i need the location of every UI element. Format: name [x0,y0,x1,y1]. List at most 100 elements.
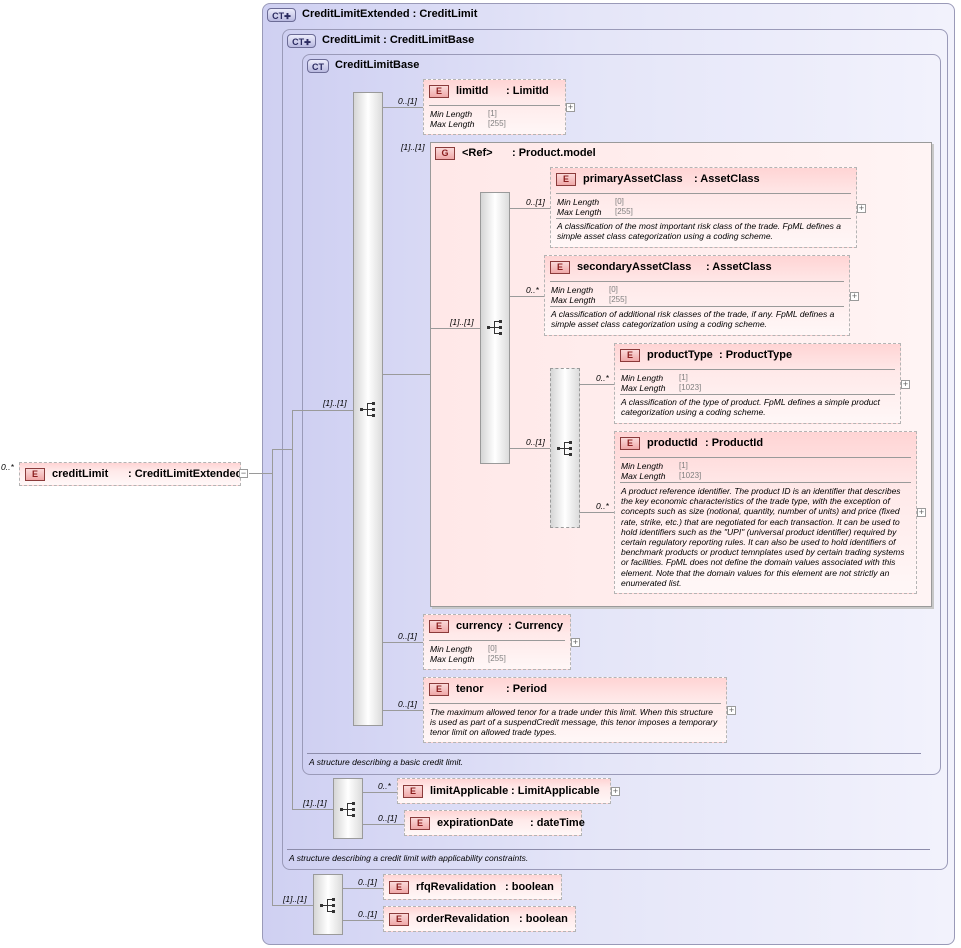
connector [343,888,383,889]
element-limit-applicable[interactable]: E limitApplicable : LimitApplicable [397,778,611,804]
expand-toggle[interactable]: + [857,203,866,213]
divider [556,193,851,194]
cardinality: 0..* [378,781,391,791]
divider [620,457,911,458]
cardinality: [1]..[1] [303,798,327,808]
element-name: productType [647,349,713,361]
element-currency[interactable]: E currency : Currency Min Length [0] Max… [423,614,571,670]
expand-toggle[interactable]: + [727,705,736,715]
element-product-id[interactable]: E productId : ProductId Min Length [1] M… [614,431,917,594]
complex-type-title: CreditLimitBase [335,59,420,71]
cardinality: 0..[1] [398,631,417,641]
divider [550,281,844,282]
expand-toggle[interactable]: + [571,637,580,647]
facet-value: [0] [609,285,618,294]
facet-label: Max Length [621,383,666,393]
connector [383,107,423,108]
element-name: orderRevalidation [416,913,510,925]
choice-icon [557,441,572,456]
cardinality: 0..[1] [398,699,417,709]
element-doc: A product reference identifier. The prod… [621,486,905,588]
connector [383,642,423,643]
element-name: creditLimit [52,468,109,480]
connector [292,410,293,809]
element-product-type[interactable]: E productType : ProductType Min Length [… [614,343,901,424]
divider [287,849,930,850]
sequence-icon [340,802,355,817]
facet-label: Min Length [621,373,664,383]
element-type: : boolean [519,913,568,925]
complex-type-title: CreditLimitExtended : CreditLimit [302,8,478,20]
element-name: tenor [456,683,484,695]
divider [620,394,895,395]
element-order-revalidation[interactable]: E orderRevalidation : boolean [383,906,576,932]
expand-toggle[interactable]: + [850,291,859,301]
element-badge: E [429,620,449,633]
facet-label: Max Length [551,295,596,305]
expand-toggle[interactable]: + [901,379,910,389]
element-badge: E [620,349,640,362]
element-type: : Period [506,683,547,695]
collapse-toggle[interactable]: − [239,468,248,478]
connector [510,448,550,449]
element-type: : ProductType [719,349,793,361]
group-name: <Ref> [462,147,493,159]
facet-label: Min Length [430,644,473,654]
connector [580,512,614,513]
connector [431,328,480,329]
element-badge: E [389,881,409,894]
facet-label: Max Length [557,207,602,217]
cardinality: [1]..[1] [401,142,425,152]
element-secondary-asset-class[interactable]: E secondaryAssetClass : AssetClass Min L… [544,255,850,336]
facet-value: [1023] [679,471,702,480]
facet-value: [1] [679,461,688,470]
cardinality: 0..* [1,462,14,472]
element-credit-limit[interactable]: E creditLimit : CreditLimitExtended [19,462,242,486]
complex-type-title: CreditLimit : CreditLimitBase [322,34,475,46]
connector [580,384,614,385]
cardinality: 0..* [596,501,609,511]
cardinality: [1]..[1] [450,317,474,327]
element-type: : AssetClass [706,261,772,273]
cardinality: 0..[1] [378,813,397,823]
element-type: : LimitId [506,85,549,97]
divider [429,703,721,704]
element-limit-id[interactable]: E limitId : LimitId Min Length [1] Max L… [423,79,566,135]
element-badge: E [25,468,45,481]
element-type: : ProductId [705,437,764,449]
sequence-credit-limit [333,778,363,839]
element-badge: E [550,261,570,274]
element-badge: E [389,913,409,926]
facet-label: Min Length [557,197,600,207]
facet-label: Max Length [430,654,475,664]
element-doc: A classification of the type of product.… [621,397,880,418]
expand-toggle[interactable]: + [566,102,575,112]
divider [620,482,911,483]
element-doc: The maximum allowed tenor for a trade un… [430,707,718,738]
element-name: limitApplicable [430,785,509,797]
facet-label: Max Length [430,119,475,129]
element-rfq-revalidation[interactable]: E rfqRevalidation : boolean [383,874,562,900]
element-name: expirationDate [437,817,514,829]
divider [429,640,565,641]
sequence-icon [360,402,375,417]
cardinality: [1]..[1] [323,398,347,408]
expand-toggle[interactable]: + [917,507,926,517]
element-expiration-date[interactable]: E expirationDate : dateTime [404,810,585,836]
element-badge: E [403,785,423,798]
group-type: : Product.model [512,147,596,159]
element-name: limitId [456,85,489,97]
complex-type-badge: CT✚ [287,34,316,48]
element-name: secondaryAssetClass [577,261,692,273]
element-badge: E [556,173,576,186]
complex-type-badge: CT✚ [267,8,296,22]
facet-value: [1] [488,109,497,118]
element-type: : AssetClass [694,173,760,185]
expand-toggle[interactable]: + [611,786,620,796]
connector [343,920,383,921]
element-tenor[interactable]: E tenor : Period The maximum allowed ten… [423,677,727,743]
facet-value: [0] [615,197,624,206]
complex-type-doc: A structure describing a basic credit li… [309,757,464,767]
divider [429,105,560,106]
element-primary-asset-class[interactable]: E primaryAssetClass : AssetClass Min Len… [550,167,857,248]
